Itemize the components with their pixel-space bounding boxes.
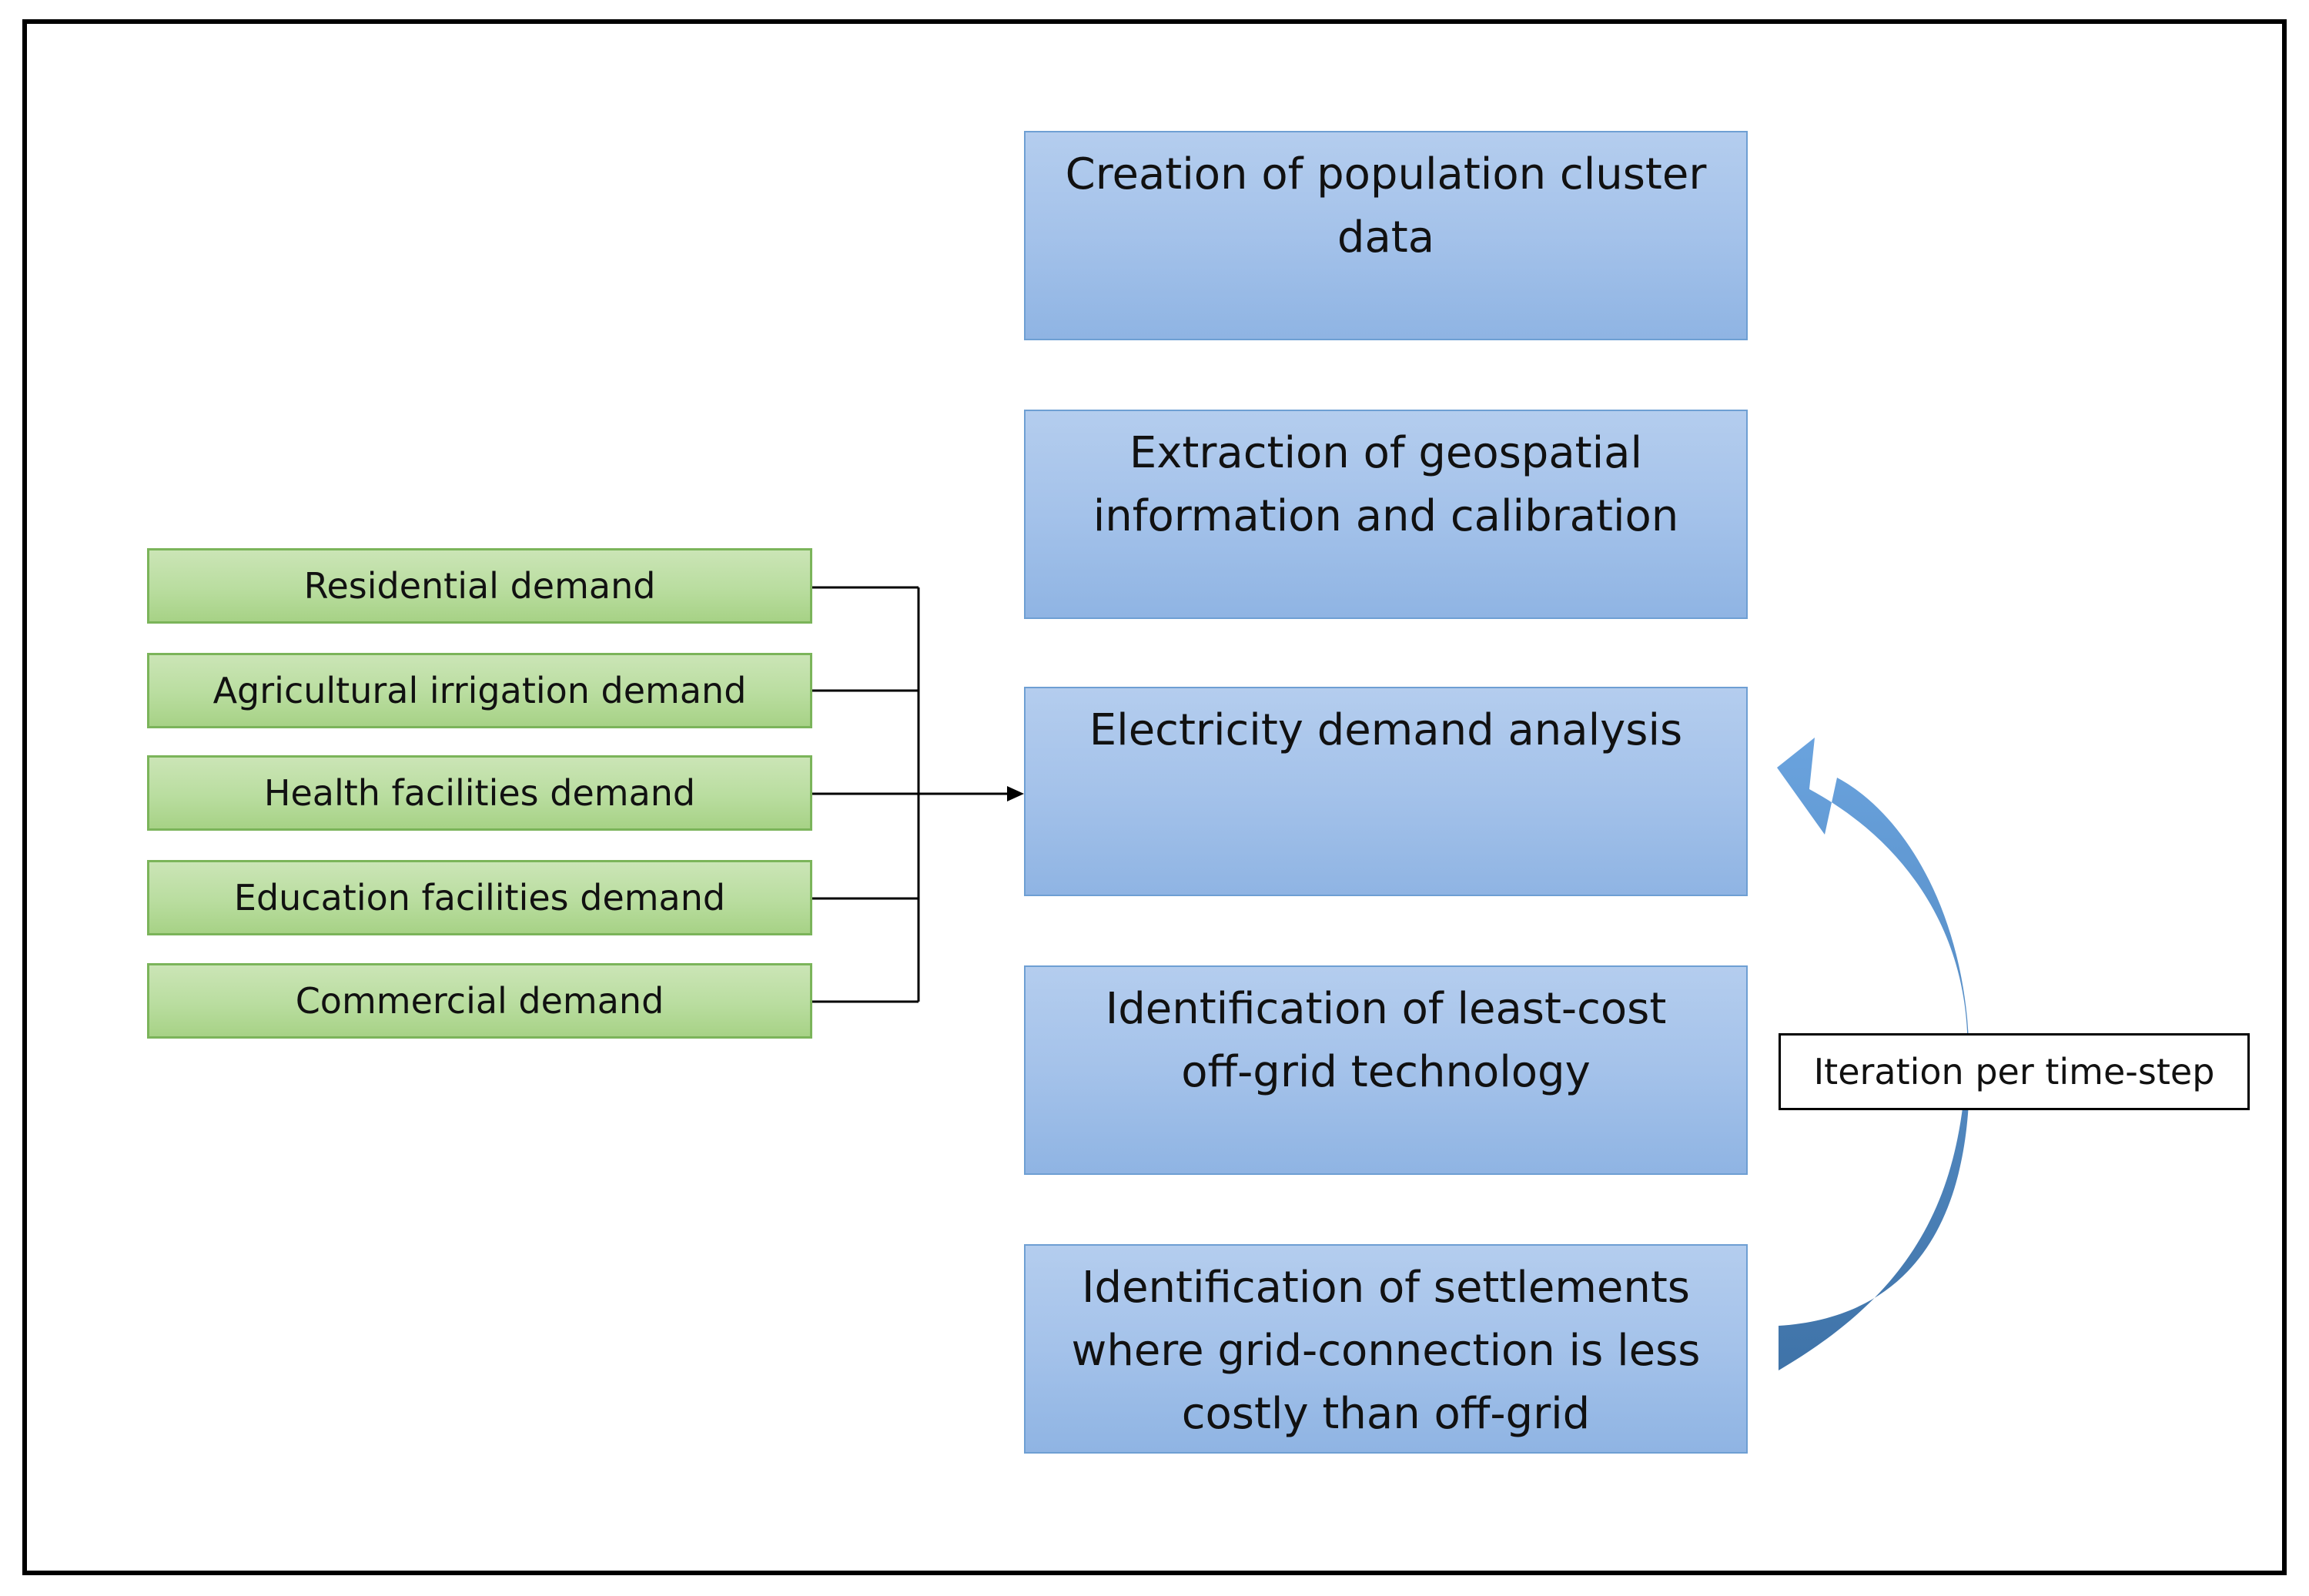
step-label: Identification of least-cost off-grid te… [1105,984,1667,1097]
iteration-label: Iteration per time-step [1813,1051,2215,1092]
demand-label: Health facilities demand [263,772,696,814]
step-label: Extraction of geospatial information and… [1093,428,1679,541]
step-label: Identification of settlements where grid… [1071,1263,1701,1439]
demand-commercial: Commercial demand [147,963,812,1039]
step-label: Creation of population cluster data [1065,149,1707,263]
step-electricity-demand: Electricity demand analysis [1024,687,1748,896]
demand-agricultural-irrigation: Agricultural irrigation demand [147,653,812,728]
demand-education-facilities: Education facilities demand [147,860,812,935]
demand-label: Education facilities demand [233,877,726,918]
connector-arrowhead [1007,786,1024,801]
demand-label: Residential demand [303,565,656,607]
step-label: Electricity demand analysis [1089,705,1683,755]
step-population-cluster: Creation of population cluster data [1024,131,1748,340]
demand-label: Agricultural irrigation demand [212,670,747,711]
iteration-label-box: Iteration per time-step [1779,1033,2250,1110]
step-least-cost-offgrid: Identification of least-cost off-grid te… [1024,965,1748,1175]
step-grid-settlements: Identification of settlements where grid… [1024,1244,1748,1454]
step-geospatial-extraction: Extraction of geospatial information and… [1024,410,1748,619]
demand-label: Commercial demand [295,980,664,1022]
demand-residential: Residential demand [147,548,812,624]
demand-health-facilities: Health facilities demand [147,755,812,831]
